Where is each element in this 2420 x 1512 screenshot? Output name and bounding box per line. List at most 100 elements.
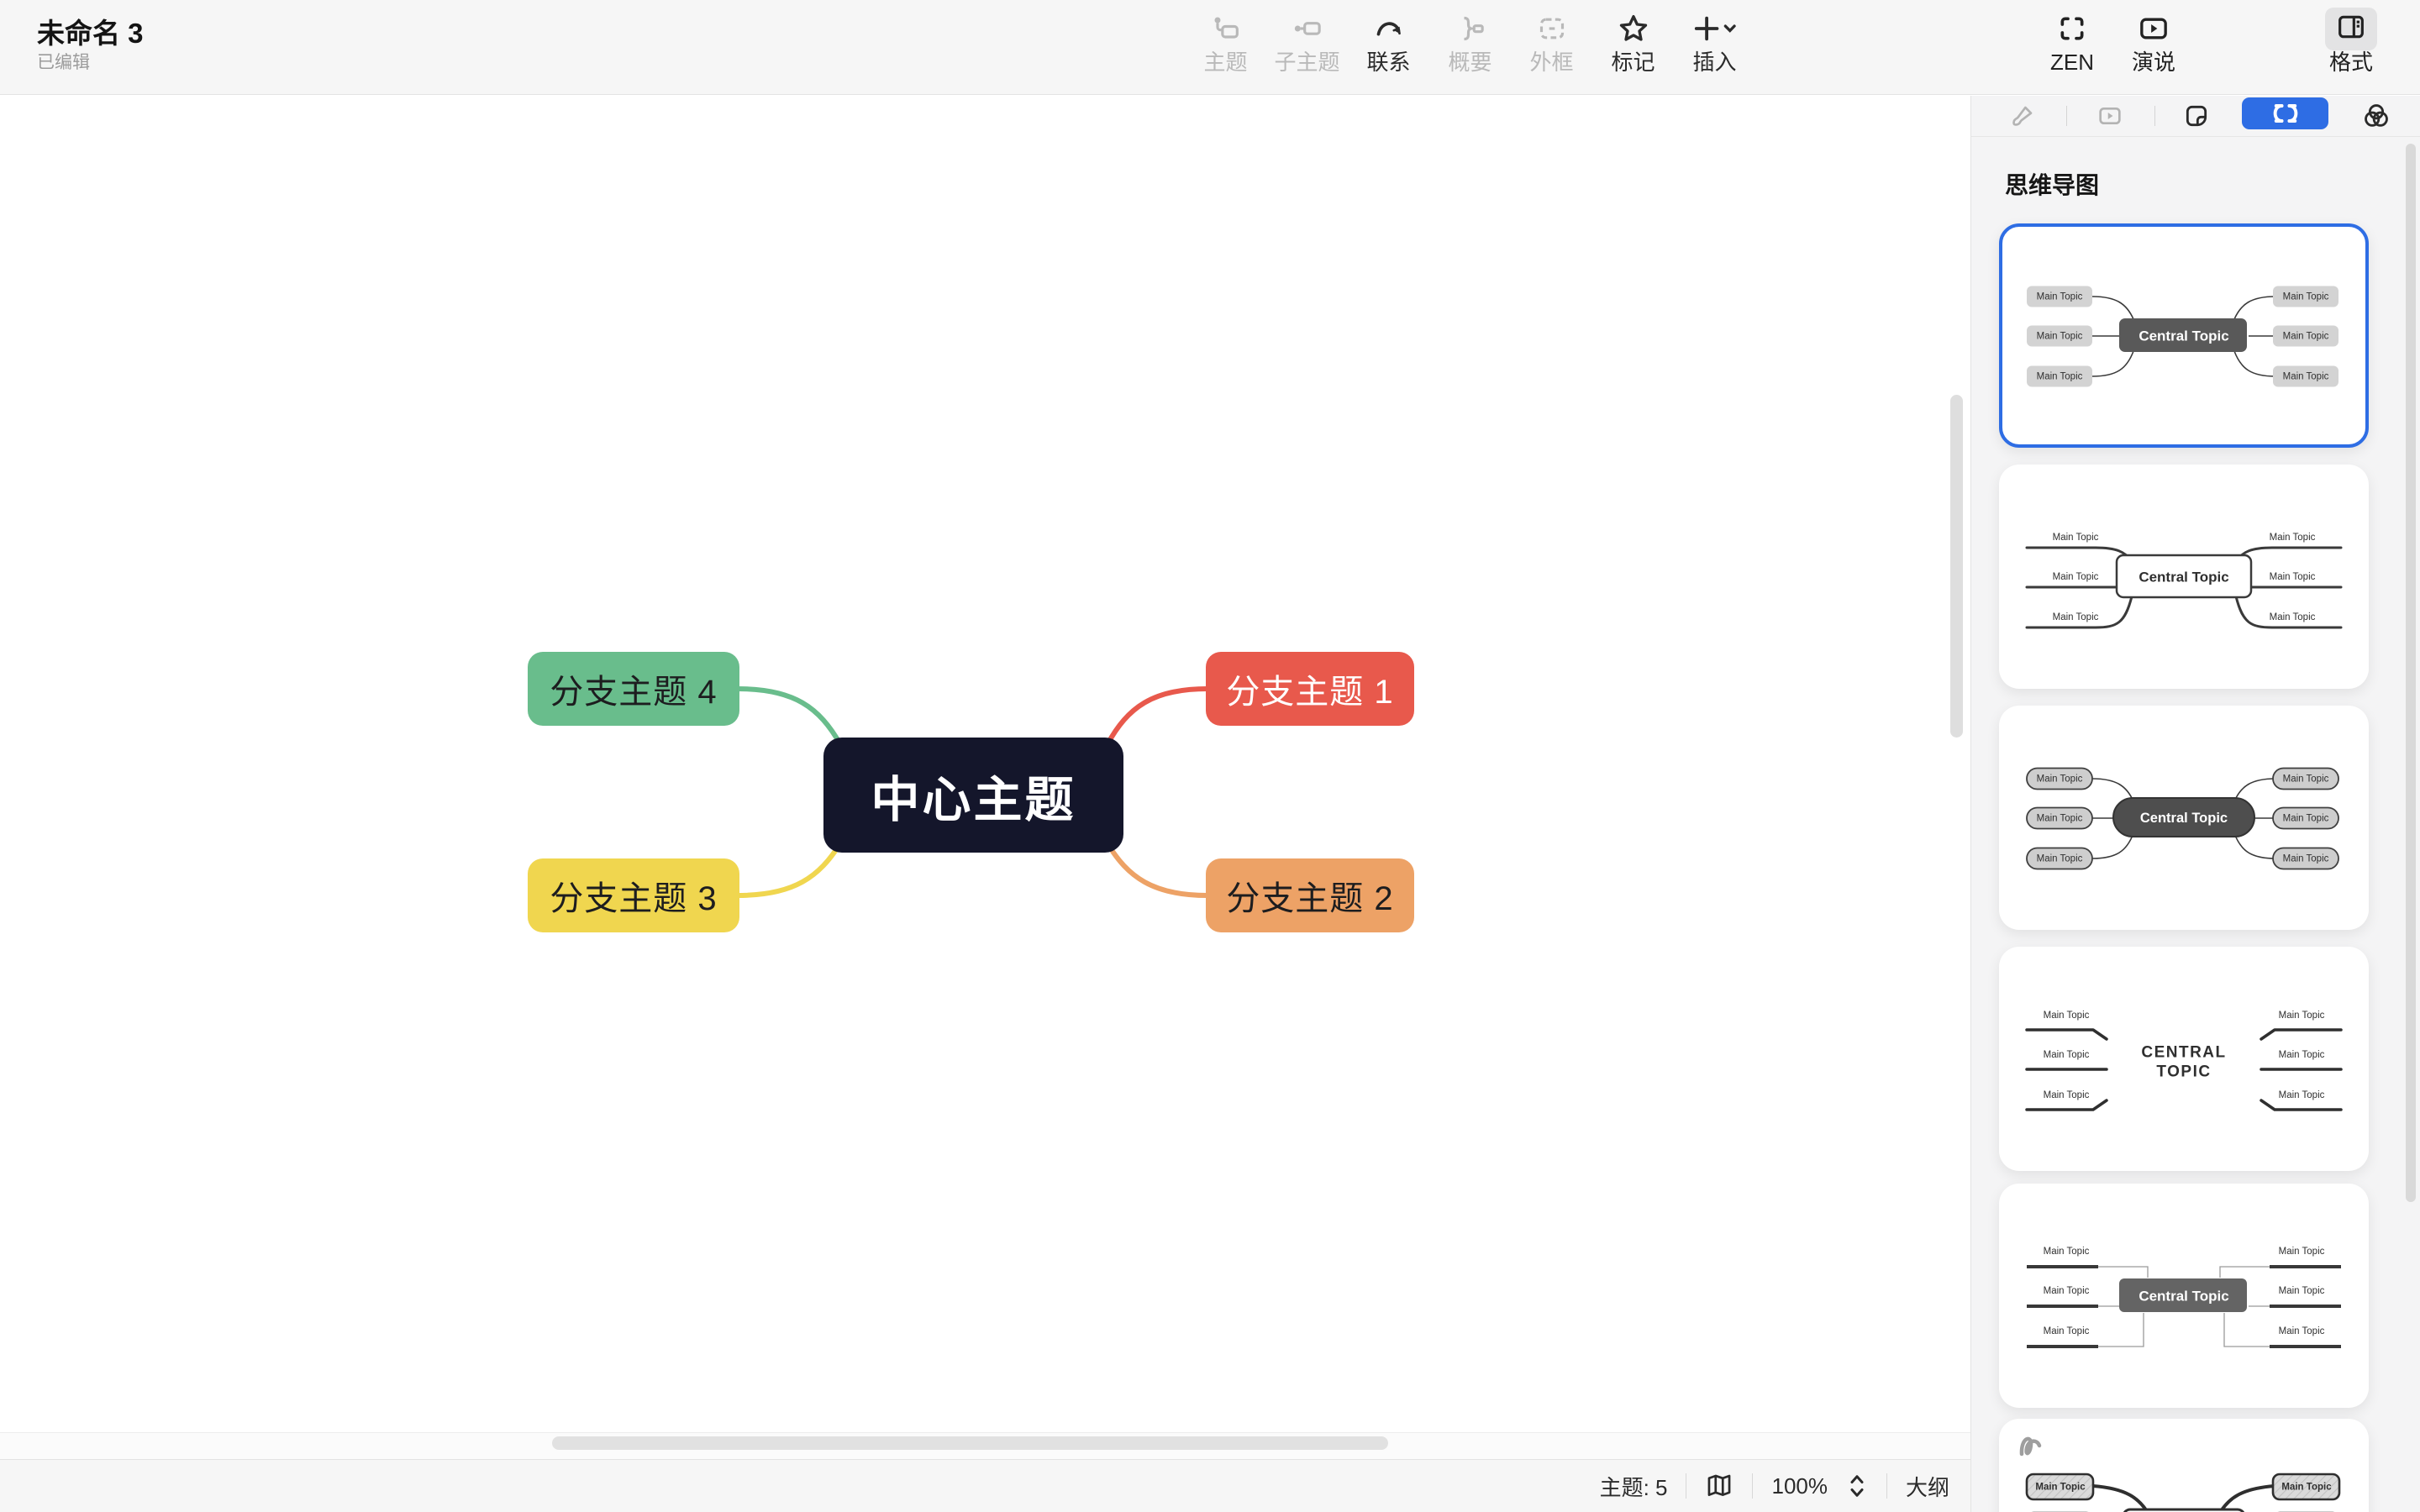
template-thumbnail: Main Topic Main Topic	[2019, 1436, 2341, 1512]
present-label: 演说	[2131, 50, 2175, 75]
sidebar-scrollbar[interactable]	[2406, 144, 2416, 1202]
svg-text:Main Topic: Main Topic	[2044, 1011, 2090, 1021]
svg-text:Main Topic: Main Topic	[2037, 854, 2083, 864]
sidebar-tabrow	[1971, 96, 2420, 137]
theme-color-tab[interactable]	[2362, 102, 2391, 130]
insert-button[interactable]: 插入	[1674, 7, 1755, 91]
svg-text:TOPIC: TOPIC	[2156, 1063, 2211, 1081]
svg-text:Central Topic: Central Topic	[2139, 570, 2228, 585]
branch-topic-4[interactable]: 分支主题 4	[528, 652, 739, 726]
zen-icon	[2055, 7, 2089, 50]
toolbar: 主题子主题联系概要外框标记插入	[1185, 7, 1755, 91]
subtopic-button: 子主题	[1266, 7, 1348, 91]
svg-text:Main Topic: Main Topic	[2279, 1090, 2325, 1100]
sticker-tab[interactable]	[2182, 102, 2211, 130]
svg-text:Main Topic: Main Topic	[2037, 332, 2083, 342]
svg-text:Main Topic: Main Topic	[2283, 854, 2329, 864]
svg-text:Main Topic: Main Topic	[2044, 1050, 2090, 1060]
style-brush-tab[interactable]	[2008, 102, 2037, 130]
svg-text:Main Topic: Main Topic	[2283, 372, 2329, 382]
summary-icon	[1454, 7, 1487, 50]
svg-text:Central Topic: Central Topic	[2140, 811, 2228, 826]
topic-icon	[1209, 7, 1243, 50]
branch-topic-2[interactable]: 分支主题 2	[1206, 858, 1414, 932]
horizontal-scrollbar[interactable]	[552, 1436, 1388, 1450]
svg-text:Main Topic: Main Topic	[2279, 1326, 2325, 1336]
marker-icon	[1617, 7, 1650, 50]
marker-button[interactable]: 标记	[1592, 7, 1674, 91]
insert-icon	[1691, 7, 1739, 50]
outline-toggle[interactable]: 大纲	[1905, 1474, 1949, 1500]
svg-text:Main Topic: Main Topic	[2044, 1326, 2090, 1336]
template-card-sketch[interactable]: Main Topic Main Topic	[1999, 1419, 2369, 1512]
svg-text:Main Topic: Main Topic	[2037, 814, 2083, 824]
svg-text:Main Topic: Main Topic	[2044, 1247, 2090, 1257]
document-title-block: 未命名 3 已编辑	[37, 17, 144, 74]
structure-tab-active[interactable]	[2242, 97, 2328, 129]
titlebar: 未命名 3 已编辑 主题子主题联系概要外框标记插入 ZEN 演说	[0, 0, 2420, 95]
branch-topic-3[interactable]: 分支主题 3	[528, 858, 739, 932]
svg-text:Main Topic: Main Topic	[2283, 774, 2329, 785]
svg-text:Main Topic: Main Topic	[2037, 372, 2083, 382]
present-icon	[2137, 7, 2170, 50]
svg-text:Main Topic: Main Topic	[2283, 292, 2329, 302]
slideshow-tab[interactable]	[2096, 102, 2124, 130]
central-topic[interactable]: 中心主题	[823, 738, 1123, 853]
zoom-stepper[interactable]	[1846, 1471, 1868, 1501]
svg-text:Central Topic: Central Topic	[2139, 328, 2228, 344]
subtopic-icon	[1291, 7, 1324, 50]
svg-text:Main Topic: Main Topic	[2035, 1483, 2086, 1493]
statusbar-separator	[1886, 1473, 1887, 1499]
statusbar-separator	[1752, 1473, 1754, 1499]
relation-icon	[1372, 7, 1406, 50]
tab-separator	[2066, 106, 2067, 126]
summary-button: 概要	[1429, 7, 1511, 91]
minimap-icon[interactable]	[1705, 1472, 1733, 1500]
document-title: 未命名 3	[37, 18, 144, 49]
mindmap-canvas[interactable]: 中心主题 分支主题 1 分支主题 2 分支主题 3 分支主题 4	[0, 96, 1970, 1432]
present-button[interactable]: 演说	[2120, 7, 2187, 74]
branch-connectors	[735, 686, 1210, 898]
branch-topic-1[interactable]: 分支主题 1	[1206, 652, 1414, 726]
svg-text:Main Topic: Main Topic	[2270, 612, 2316, 622]
relation-button[interactable]: 联系	[1348, 7, 1429, 91]
svg-text:Main Topic: Main Topic	[2281, 1483, 2332, 1493]
svg-text:Main Topic: Main Topic	[2037, 774, 2083, 785]
svg-text:Main Topic: Main Topic	[2044, 1286, 2090, 1296]
tab-separator	[2154, 106, 2155, 126]
document-edit-status: 已编辑	[37, 53, 90, 72]
svg-text:CENTRAL: CENTRAL	[2141, 1044, 2226, 1062]
svg-text:Main Topic: Main Topic	[2053, 612, 2099, 622]
format-label: 格式	[2328, 50, 2373, 75]
svg-text:Main Topic: Main Topic	[2270, 572, 2316, 582]
svg-text:Main Topic: Main Topic	[2279, 1247, 2325, 1257]
boundary-button: 外框	[1511, 7, 1592, 91]
svg-text:Main Topic: Main Topic	[2283, 814, 2329, 824]
svg-text:Main Topic: Main Topic	[2053, 572, 2099, 582]
canvas-vertical-scrollbar[interactable]	[1950, 395, 1963, 738]
svg-text:Central Topic: Central Topic	[2139, 1289, 2228, 1305]
svg-text:Main Topic: Main Topic	[2279, 1286, 2325, 1296]
statusbar: 主题: 5 100% 大纲	[0, 1459, 1970, 1512]
svg-text:Main Topic: Main Topic	[2270, 533, 2316, 543]
format-button[interactable]: 格式	[2317, 7, 2385, 74]
svg-text:Main Topic: Main Topic	[2279, 1050, 2325, 1060]
topic-count: 主题: 5	[1599, 1474, 1668, 1500]
topic-button: 主题	[1185, 7, 1266, 91]
zen-label: ZEN	[2050, 50, 2094, 75]
zen-mode-button[interactable]: ZEN	[2039, 7, 2106, 74]
svg-text:Main Topic: Main Topic	[2044, 1090, 2090, 1100]
svg-text:Main Topic: Main Topic	[2283, 332, 2329, 342]
